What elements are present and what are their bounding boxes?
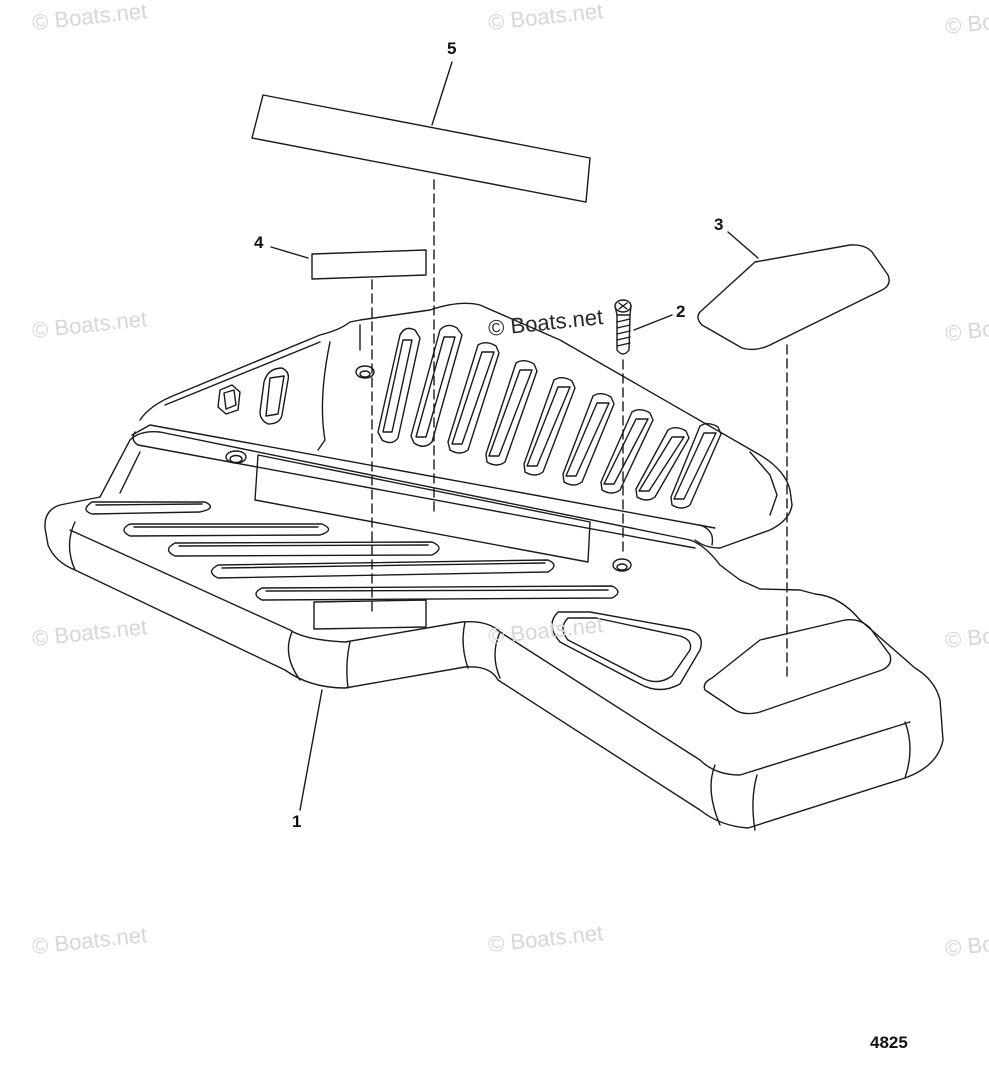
callout-2: 2: [676, 302, 686, 321]
callout-5: 5: [447, 39, 457, 58]
part-2-screw: [614, 299, 673, 556]
callout-1: 1: [292, 812, 302, 831]
callout-3: 3: [714, 215, 724, 234]
part-3-pad: [697, 231, 890, 679]
figure-number: 4825: [870, 1033, 908, 1052]
part-1-cover-plate: [44, 365, 944, 831]
callout-4: 4: [254, 233, 264, 252]
part-4-decal: [270, 246, 427, 613]
grille-slots: [377, 324, 722, 509]
part-5-decal: [251, 61, 591, 513]
grille-section: [131, 302, 793, 549]
front-slots: [85, 501, 619, 601]
part-1-leader: [299, 689, 323, 811]
